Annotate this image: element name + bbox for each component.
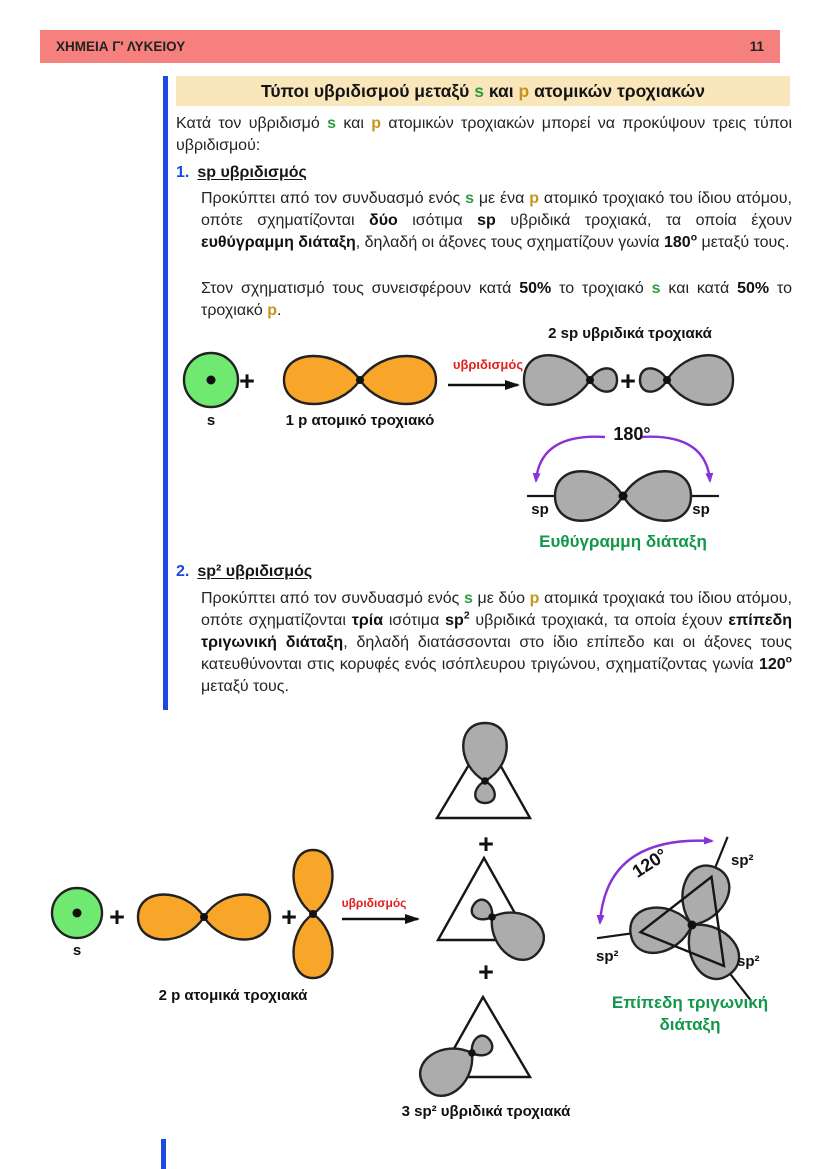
section-1-paragraph-1: Προκύπτει από τον συνδυασμό ενός s με έν…	[201, 190, 793, 251]
section-2-number: 2.	[176, 563, 190, 580]
trigonal-caption-line2: διάταξη	[659, 1015, 721, 1034]
linear-arrangement-diagram	[527, 435, 719, 522]
p-orbital-vertical-shape	[292, 848, 334, 980]
trigonal-arrangement-diagram	[596, 836, 752, 1001]
s-orbital-label: s	[72, 942, 82, 959]
sp2-hybrid-triangle-2	[435, 855, 546, 962]
p-orbital-horizontal-shape	[136, 893, 272, 941]
section-bar-bottom	[161, 1139, 166, 1169]
section-2-heading: 2.sp² υβριδισμός	[176, 563, 313, 580]
s-orbital-label: s	[206, 412, 216, 429]
sp2-label-left: sp²	[596, 948, 619, 965]
sp2-orbitals-diagram	[50, 848, 420, 980]
section-2-paragraph-1: Προκύπτει από τον συνδυασμό ενός s με δύ…	[201, 590, 793, 695]
p-orbital-label: 1 p ατομικό τροχιακό	[285, 412, 435, 429]
plus-sign: +	[620, 366, 636, 396]
sp2-hybrids-triangles	[418, 721, 546, 1098]
angle-180-label: 180°	[613, 424, 651, 444]
section-1-paragraph-2: Στον σχηματισμό τους συνεισφέρουν κατά 5…	[201, 280, 793, 319]
sp2-arrow-label: υβριδισμός	[341, 896, 407, 910]
plus-sign: +	[109, 902, 125, 932]
plus-sign: +	[478, 829, 494, 859]
header-bar: ΧΗΜΕΙΑ Γ' ΛΥΚΕΙΟΥ 11	[40, 30, 780, 63]
angle-arc	[596, 836, 714, 925]
plus-sign: +	[239, 366, 255, 396]
trigonal-caption-line1: Επίπεδη τριγωνική	[611, 993, 769, 1012]
sp-hybrid-orbital-2	[638, 354, 735, 406]
section-title: Τύποι υβριδισμού μεταξύ s και p ατομικών…	[176, 76, 790, 106]
sp2-label-bottom: sp²	[737, 953, 760, 970]
sp2-result-label: 3 sp² υβριδικά τροχιακά	[401, 1103, 571, 1120]
angle-arc-right	[640, 435, 714, 483]
angle-arc-left	[532, 435, 606, 483]
sp-arrow-label: υβριδισμός	[452, 357, 524, 372]
sp-hybridization-diagram	[182, 351, 735, 409]
s-orbital-shape	[50, 886, 104, 940]
section-1-heading: 1.sp υβριδισμός	[176, 164, 307, 181]
p-orbitals-label: 2 p ατομικά τροχιακά	[158, 987, 308, 1004]
sp2-label-top: sp²	[731, 852, 754, 869]
sp2-hybrid-triangle-1	[434, 721, 533, 820]
sp2-hybrid-triangle-3	[418, 994, 533, 1098]
sp-result-label: 2 sp υβριδικά τροχιακά	[548, 325, 712, 342]
sp-label-left: sp	[531, 501, 549, 518]
header-title: ΧΗΜΕΙΑ Γ' ΛΥΚΕΙΟΥ	[56, 39, 186, 54]
p-orbital-shape	[282, 354, 438, 406]
section-bar	[163, 76, 168, 710]
plus-sign: +	[478, 957, 494, 987]
page-number: 11	[749, 39, 764, 54]
section-1-number: 1.	[176, 164, 190, 181]
s-orbital-shape	[182, 351, 240, 409]
linear-caption: Ευθύγραμμη διάταξη	[539, 532, 707, 551]
intro-paragraph: Κατά τον υβριδισμό s και p ατομικών τροχ…	[176, 115, 793, 154]
plus-sign: +	[281, 902, 297, 932]
sp-hybrid-orbital-1	[522, 354, 619, 406]
sp-label-right: sp	[692, 501, 710, 518]
sp-bowtie-shape	[553, 470, 693, 522]
